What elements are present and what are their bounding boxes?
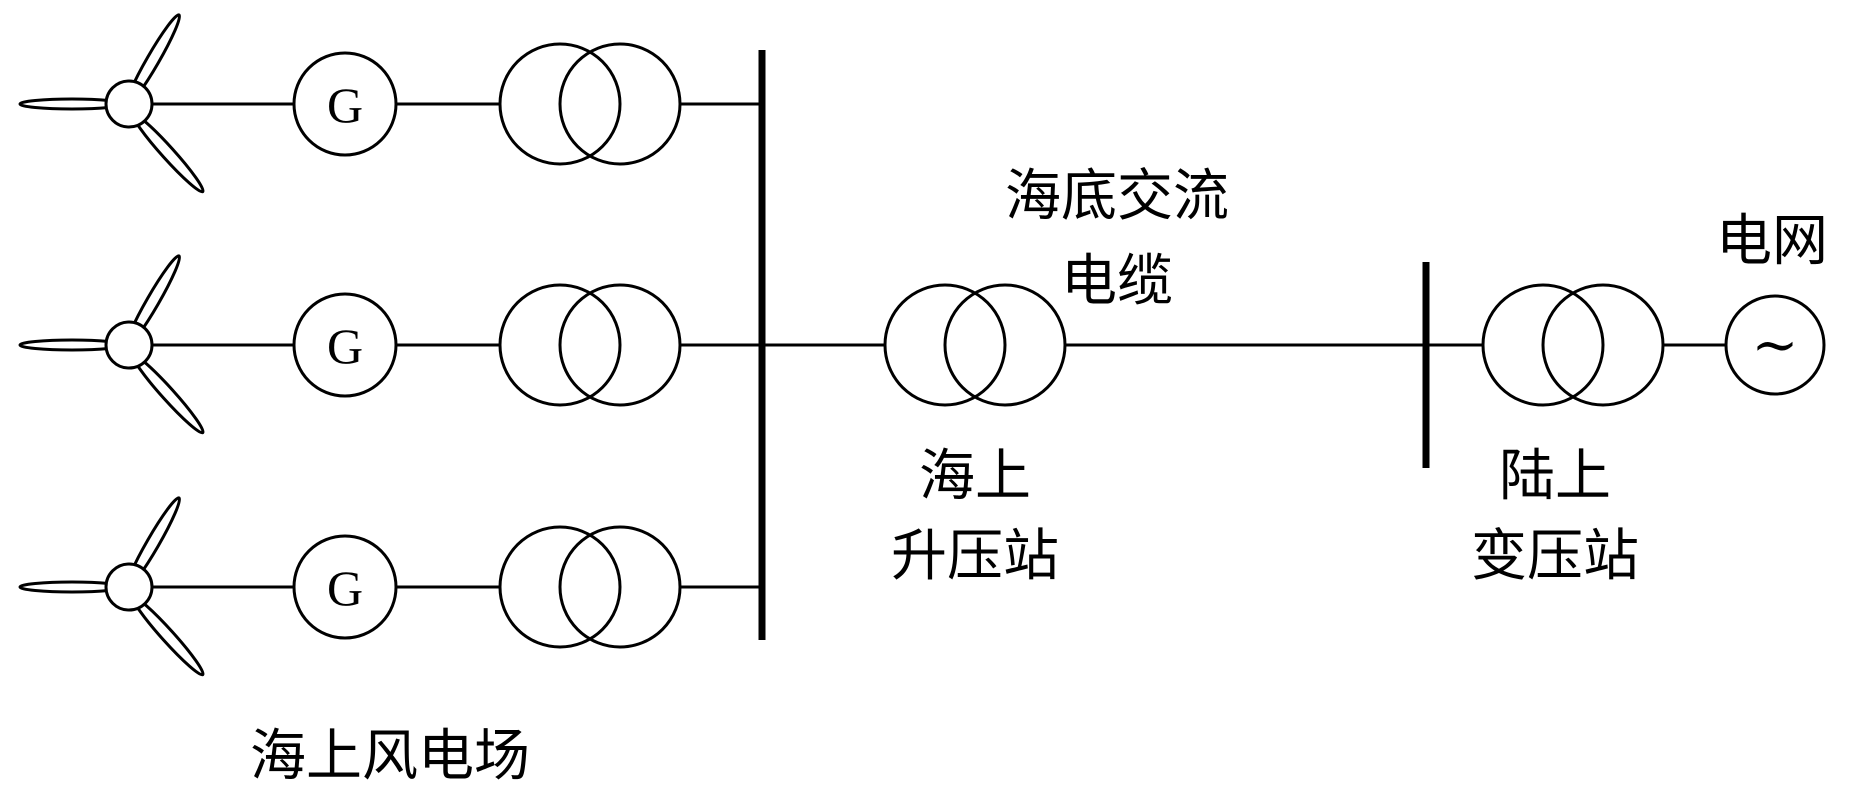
- onshore-substation-transformer: [1481, 283, 1665, 407]
- transformer-symbol: [498, 42, 682, 166]
- generator-symbol: G: [292, 534, 398, 640]
- generator-symbol: G: [292, 292, 398, 398]
- wind-turbine-icon: [18, 13, 205, 194]
- onshore-substation-label-line1: 陆上: [1499, 444, 1611, 509]
- grid-ac-source-icon: ~: [1724, 294, 1826, 396]
- offshore-substation-label-line2: 升压站: [891, 524, 1059, 589]
- grid-label: 电网: [1716, 209, 1828, 274]
- grid-symbol: ~: [1752, 313, 1799, 378]
- generator-label: G: [327, 77, 363, 133]
- wind-turbine-icon: [18, 254, 205, 435]
- turbine-branch-1: G: [18, 13, 760, 194]
- generator-label: G: [327, 560, 363, 616]
- cable-label-line1: 海底交流: [1005, 164, 1229, 229]
- transformer-symbol: [498, 283, 682, 407]
- offshore-substation-label-line1: 海上: [919, 444, 1031, 509]
- generator-symbol: G: [292, 51, 398, 157]
- onshore-substation-label-line2: 变压站: [1471, 524, 1639, 589]
- generator-label: G: [327, 318, 363, 374]
- cable-label-line2: 电缆: [1061, 249, 1173, 314]
- wind-farm-label: 海上风电场: [250, 724, 530, 789]
- wind-turbine-icon: [18, 496, 205, 677]
- offshore-substation-transformer: [883, 283, 1067, 407]
- turbine-branch-3: G: [18, 496, 760, 677]
- turbine-branch-2: G: [18, 254, 760, 435]
- transformer-symbol: [498, 525, 682, 649]
